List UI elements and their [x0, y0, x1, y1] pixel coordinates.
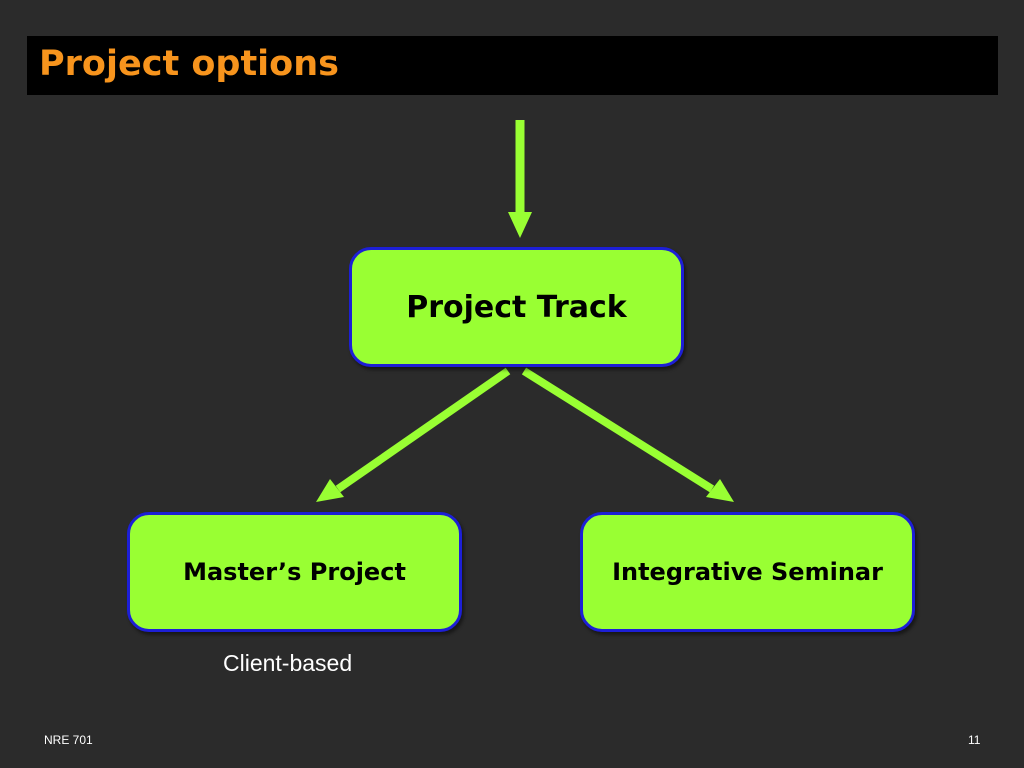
arrow-into-project-track	[508, 120, 532, 238]
project-track-label: Project Track	[406, 289, 627, 325]
client-based-note: Client-based	[223, 650, 353, 676]
slide-title: Project options	[39, 44, 339, 84]
slide-page-number: 11	[968, 733, 981, 747]
integrative-seminar-label: Integrative Seminar	[612, 558, 883, 586]
arrow-to-integrative-seminar	[521, 367, 734, 502]
integrative-seminar-node: Integrative Seminar	[580, 512, 915, 632]
masters-project-node: Master’s Project	[127, 512, 462, 632]
masters-project-label: Master’s Project	[183, 558, 406, 586]
title-bar: Project options	[27, 36, 998, 95]
footer-course-code: NRE 701	[44, 733, 93, 747]
arrow-to-masters-project	[316, 367, 511, 502]
project-track-node: Project Track	[349, 247, 684, 367]
